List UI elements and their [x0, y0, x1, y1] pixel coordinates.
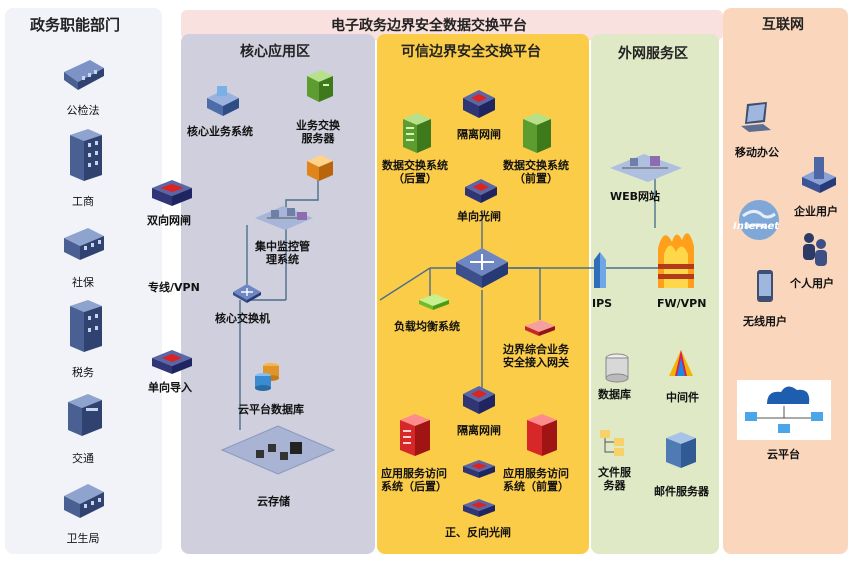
web-site-label: WEB网站 [610, 190, 661, 203]
bidirectional-optical-label: 正、反向光闸 [445, 526, 511, 539]
gov-zone-title: 政务职能部门 [30, 16, 121, 34]
core-zone-title: 核心应用区 [240, 44, 310, 60]
isolation-gap-bottom-icon [463, 386, 495, 414]
exchange-rear-server-icon [403, 113, 431, 153]
load-balancer-icon [419, 294, 449, 310]
individual-users-label: 个人用户 [790, 277, 834, 290]
mail-server-icon [666, 432, 696, 468]
app-access-front-label: 应用服务访问 系统（前置） [503, 467, 569, 493]
server-green-icon [307, 70, 333, 102]
gov-dept-label: 卫生局 [66, 532, 100, 545]
trusted-zone-title: 可信边界安全交换平台 [401, 44, 541, 60]
one-way-optical-label: 单向光闸 [457, 210, 501, 223]
load-balancer-label: 负载均衡系统 [394, 320, 460, 333]
building-icon [70, 129, 102, 181]
wire-core-left [379, 267, 431, 301]
bidirectional-gateway-label: 双向网闸 [147, 214, 191, 227]
cloud-storage-icon [220, 425, 336, 475]
mobile-office-label: 移动办公 [735, 146, 779, 159]
border-gateway-icon [525, 320, 555, 336]
wireless-users-label: 无线用户 [743, 315, 787, 328]
server-cluster-icon [207, 86, 239, 116]
fw-vpn-label: FW/VPN [657, 297, 707, 310]
exchange-front-label: 数据交换系统 （前置） [503, 159, 569, 185]
gov-dept-label: 税务 [72, 366, 94, 379]
monitoring-console-icon [255, 206, 313, 230]
gateway-device-icon [152, 180, 192, 206]
exchange-rear-label: 数据交换系统 （后置） [382, 159, 448, 185]
optical-gap-bottom-icon [463, 499, 495, 517]
firewall-icon [658, 233, 694, 288]
ips-label: IPS [592, 297, 613, 310]
building-icon [70, 300, 102, 352]
app-access-rear-server-icon [400, 414, 430, 456]
border-gateway-label: 边界综合业务 安全接入网关 [503, 343, 569, 369]
cloud-platform-icon [737, 380, 831, 440]
gov-dept-label: 交通 [72, 452, 94, 465]
app-access-rear-label: 应用服务访问 系统（后置） [381, 467, 447, 493]
internet-cloud-label: Internet [733, 221, 780, 232]
app-access-front-server-icon [527, 414, 557, 456]
middleware-label: 中间件 [666, 391, 699, 404]
globe-icon [739, 200, 779, 240]
database-cluster-icon [255, 363, 279, 391]
tablet-icon [757, 270, 773, 302]
isolation-gap-top-label: 隔离网闸 [457, 128, 501, 141]
exchange-server-label: 业务交换 服务器 [296, 119, 340, 145]
server-orange-icon [307, 155, 333, 181]
cloud-storage-label: 云存储 [257, 495, 290, 508]
gov-dept-label: 工商 [72, 195, 94, 208]
file-server-label: 文件服 务器 [598, 466, 631, 492]
exchange-front-server-icon [523, 113, 551, 153]
core-business-label: 核心业务系统 [187, 125, 253, 138]
isolation-gap-icon [463, 90, 495, 118]
core-switch-icon [233, 284, 261, 303]
cloud-db-label: 云平台数据库 [238, 403, 304, 416]
middleware-icon [669, 350, 693, 376]
external-zone-title: 外网服务区 [618, 46, 688, 62]
isolation-gap-bottom-label: 隔离网闸 [457, 424, 501, 437]
platform-title: 电子政务边界安全数据交换平台 [331, 18, 527, 34]
gov-zone [5, 8, 162, 554]
mail-server-label: 邮件服务器 [654, 485, 709, 498]
dedicated-line-label: 专线/VPN [148, 281, 200, 294]
building-icon [64, 60, 104, 90]
database-label: 数据库 [598, 388, 631, 401]
one-way-optical-icon [465, 179, 497, 203]
one-way-import-label: 单向导入 [148, 381, 192, 394]
ips-icon [594, 252, 606, 288]
gov-dept-label: 公检法 [66, 104, 100, 117]
web-site-icon [610, 154, 682, 182]
core-switch-label: 核心交换机 [215, 312, 270, 325]
import-device-icon [152, 350, 192, 374]
building-icon [64, 228, 104, 260]
enterprise-building-icon [802, 157, 836, 193]
enterprise-users-label: 企业用户 [794, 205, 838, 218]
building-icon [64, 484, 104, 518]
file-server-icon [600, 430, 624, 456]
cloud-platform-label: 云平台 [767, 448, 800, 461]
gov-dept-label: 社保 [72, 276, 94, 289]
users-icon [803, 233, 827, 266]
database-icon [605, 353, 629, 383]
internet-zone-title: 互联网 [762, 17, 804, 33]
internet-zone [723, 8, 848, 554]
building-icon [68, 394, 102, 436]
core-router-icon [456, 248, 508, 288]
laptop-icon [741, 102, 771, 132]
monitoring-label: 集中监控管 理系统 [255, 240, 310, 266]
external-zone [591, 34, 719, 554]
optical-gap-top-icon [463, 460, 495, 478]
